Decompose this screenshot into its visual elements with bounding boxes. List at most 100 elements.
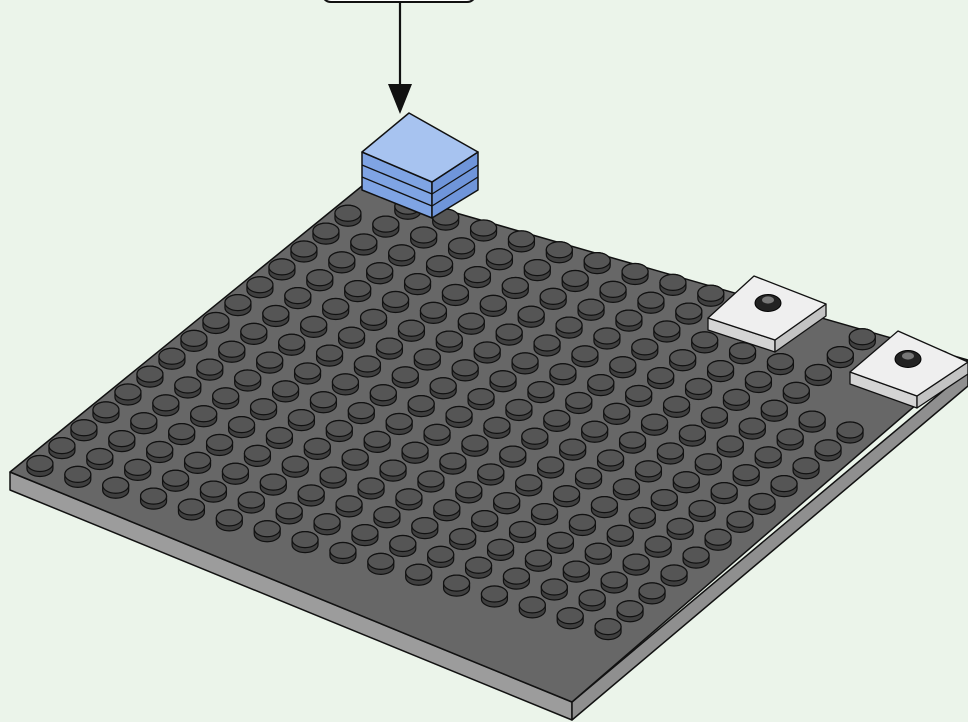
stud	[361, 309, 387, 330]
stud	[827, 347, 853, 368]
stud	[458, 313, 484, 334]
stud	[354, 356, 380, 377]
stud	[197, 359, 223, 380]
stud	[336, 496, 362, 517]
stud	[576, 468, 602, 489]
stud	[607, 525, 633, 546]
stud	[351, 234, 377, 255]
stud	[405, 274, 431, 295]
stud	[541, 579, 567, 600]
stud	[538, 457, 564, 478]
stud	[562, 271, 588, 292]
callout-box	[322, 0, 476, 2]
stud	[330, 543, 356, 564]
stud	[563, 561, 589, 582]
stud	[673, 472, 699, 493]
stud	[500, 446, 526, 467]
stud	[225, 295, 251, 316]
stud	[484, 417, 510, 438]
stud	[323, 299, 349, 320]
stud	[638, 292, 664, 313]
stud	[452, 360, 478, 381]
stud	[486, 249, 512, 270]
stud	[295, 363, 321, 384]
stud	[547, 532, 573, 553]
stud	[464, 267, 490, 288]
stud	[317, 345, 343, 366]
stud	[411, 227, 437, 248]
stud	[771, 476, 797, 497]
stud	[125, 459, 151, 480]
stud	[480, 295, 506, 316]
stud	[279, 334, 305, 355]
stud	[494, 493, 520, 514]
stud	[610, 357, 636, 378]
stud	[705, 529, 731, 550]
stud	[310, 392, 336, 413]
stud	[528, 382, 554, 403]
stud	[572, 346, 598, 367]
stud	[695, 454, 721, 475]
stud	[588, 375, 614, 396]
stud	[389, 245, 415, 266]
stud	[566, 393, 592, 414]
stud	[456, 482, 482, 503]
stud	[376, 338, 402, 359]
stud	[488, 539, 514, 560]
stud	[374, 507, 400, 528]
stud	[348, 403, 374, 424]
stud	[254, 521, 280, 542]
stud	[534, 335, 560, 356]
stud	[434, 500, 460, 521]
stud	[639, 583, 665, 604]
stud	[502, 278, 528, 299]
stud	[601, 572, 627, 593]
stud	[251, 399, 277, 420]
stud	[181, 330, 207, 351]
stud	[392, 367, 418, 388]
stud	[314, 514, 340, 535]
stud	[849, 329, 875, 350]
stud	[213, 388, 239, 409]
stud	[175, 377, 201, 398]
stud	[442, 285, 468, 306]
stud	[518, 306, 544, 327]
stud	[320, 467, 346, 488]
stud	[777, 429, 803, 450]
stud	[427, 256, 453, 277]
stud	[200, 481, 226, 502]
stud	[755, 447, 781, 468]
stud	[546, 242, 572, 263]
stud	[560, 439, 586, 460]
stud	[87, 449, 113, 470]
stud	[339, 327, 365, 348]
stud	[367, 263, 393, 284]
stud	[386, 414, 412, 435]
stud	[298, 485, 324, 506]
stud	[216, 510, 242, 531]
stud	[550, 364, 576, 385]
stud	[686, 379, 712, 400]
stud	[670, 350, 696, 371]
stud	[185, 452, 211, 473]
stud	[137, 366, 163, 387]
stud	[207, 435, 233, 456]
stud	[332, 374, 358, 395]
stud	[408, 396, 434, 417]
stud	[595, 619, 621, 640]
stud	[698, 285, 724, 306]
stud	[525, 550, 551, 571]
stud	[440, 453, 466, 474]
stud	[481, 586, 507, 607]
stud	[683, 547, 709, 568]
stud	[622, 264, 648, 285]
stud	[613, 479, 639, 500]
stud	[449, 238, 475, 259]
stud	[524, 260, 550, 281]
stud	[496, 324, 522, 345]
stud	[660, 274, 686, 295]
stud	[428, 546, 454, 567]
stud	[645, 536, 671, 557]
stud	[667, 518, 693, 539]
stud	[516, 475, 542, 496]
